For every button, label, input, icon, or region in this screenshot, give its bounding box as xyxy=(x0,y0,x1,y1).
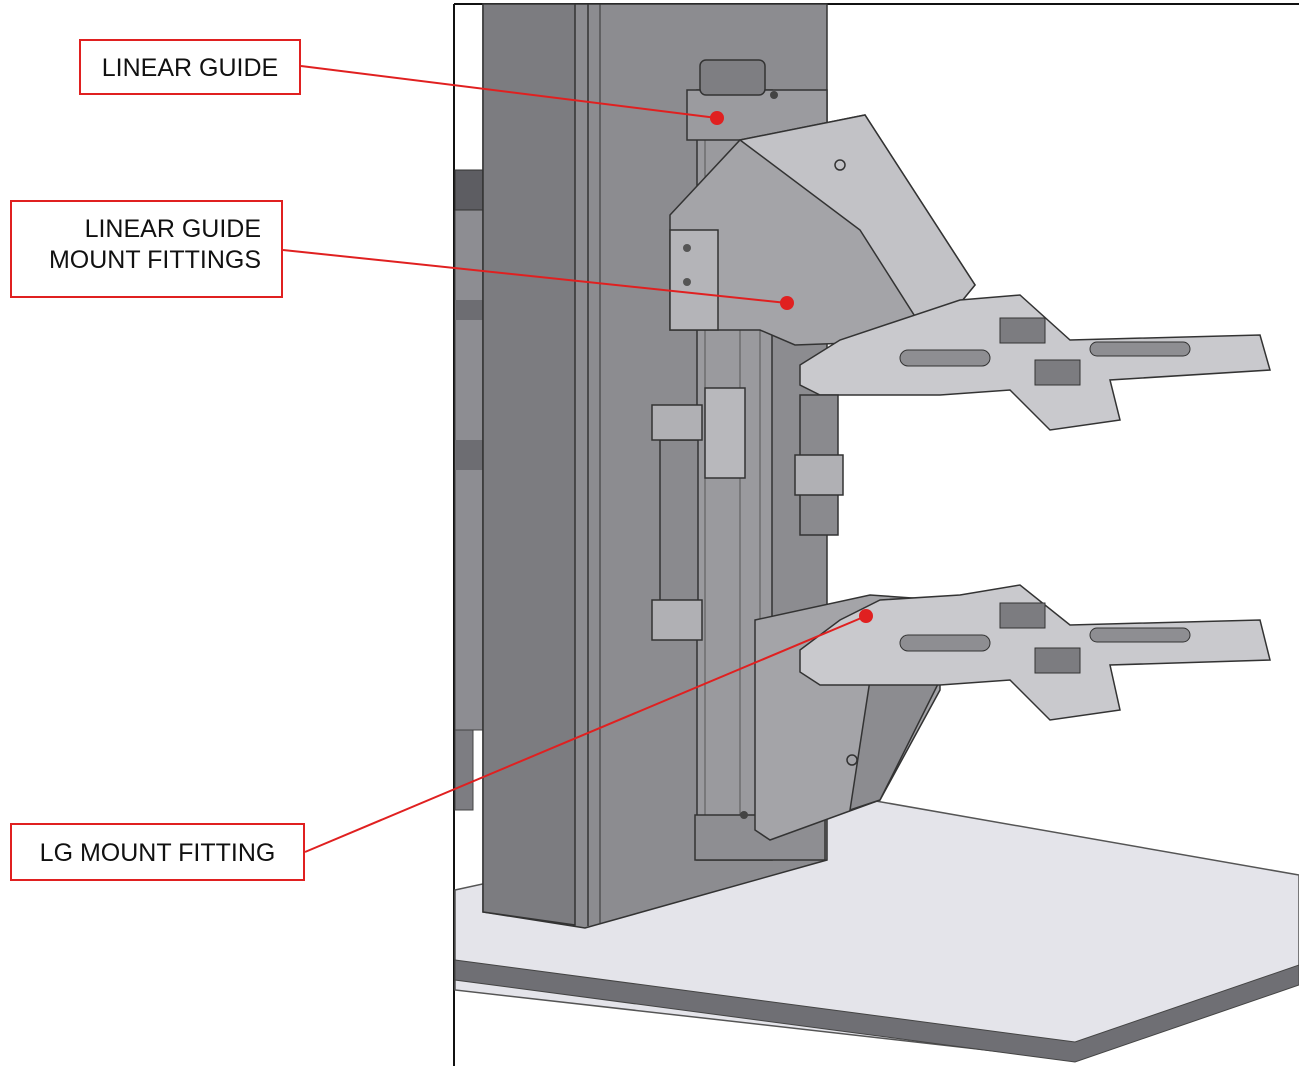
callout-mount-fittings-line1: LINEAR GUIDE xyxy=(84,215,261,243)
leader-line-lg-mount xyxy=(304,615,867,853)
callout-lg-mount-fitting: LG MOUNT FITTING xyxy=(10,823,305,881)
leader-dot-lg-mount xyxy=(859,609,873,623)
upper-mount-fitting xyxy=(669,114,976,346)
callout-linear-guide-mount-fittings: LINEAR GUIDE MOUNT FITTINGS xyxy=(10,200,283,298)
callout-linear-guide: LINEAR GUIDE xyxy=(79,39,301,95)
callout-lg-mount-fitting-text: LG MOUNT FITTING xyxy=(39,839,276,867)
leader-line-linear-guide xyxy=(300,65,718,119)
pneumatic-cylinders xyxy=(651,387,844,641)
leader-line-mount-fittings xyxy=(282,249,788,304)
upper-gripper-plate xyxy=(799,294,1271,431)
motor xyxy=(454,169,486,811)
callout-mount-fittings-line2: MOUNT FITTINGS xyxy=(48,246,261,274)
callout-linear-guide-text: LINEAR GUIDE xyxy=(101,54,279,82)
leader-lines xyxy=(282,65,873,853)
lower-gripper-plate xyxy=(799,584,1271,721)
leader-dot-linear-guide xyxy=(710,111,724,125)
leader-dot-mount-fittings xyxy=(780,296,794,310)
